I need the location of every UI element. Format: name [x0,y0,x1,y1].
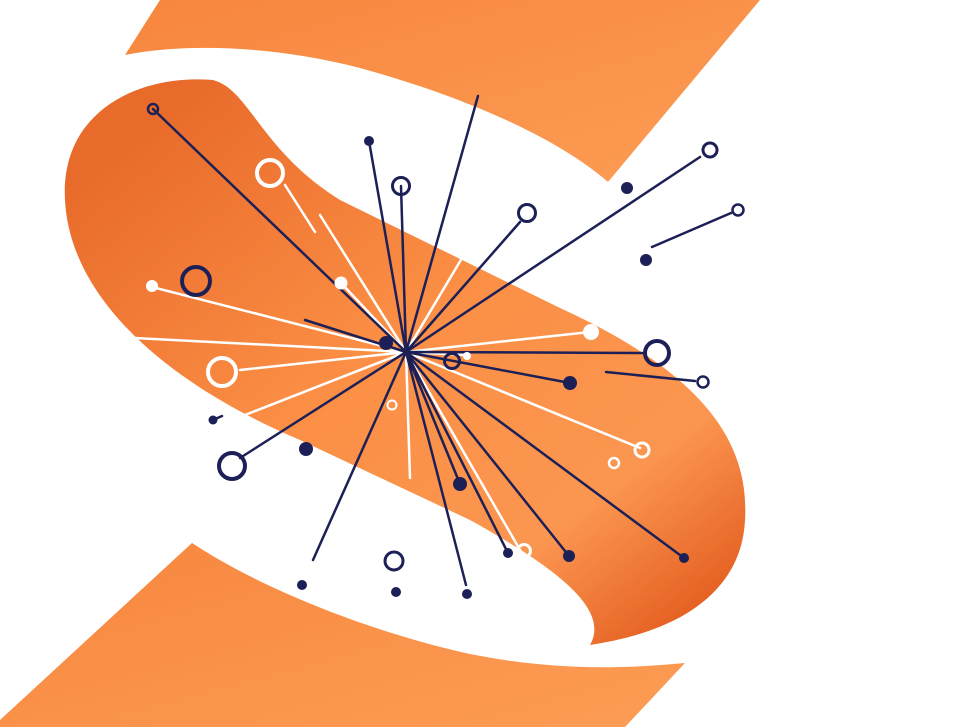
white-ring [386,399,398,411]
white-dot [463,352,471,360]
navy-ray [404,350,571,558]
navy-dot [621,182,633,194]
navy-dot [563,550,575,562]
navy-ray [151,107,408,354]
navy-ring [180,265,212,297]
white-ray [243,350,408,417]
white-ray [318,213,408,354]
navy-ray [311,350,408,562]
white-dot [583,324,599,340]
navy-ring [731,203,745,217]
navy-ray [238,350,408,460]
navy-dot [299,442,313,456]
white-ring [516,543,532,559]
white-dot [146,280,158,292]
navy-ray [404,94,480,354]
white-ray [283,183,317,234]
navy-ray [404,350,462,486]
navy-ray [399,184,408,354]
navy-ring [443,352,461,370]
bottom-band-shape [0,543,685,727]
white-dot [334,276,348,290]
navy-dot [391,587,401,597]
navy-ray [367,139,408,354]
navy-dot [379,336,393,350]
white-ray [404,330,592,354]
navy-ray [404,220,522,354]
white-ring [255,158,285,188]
white-ring [607,456,621,470]
white-ring [633,441,651,459]
navy-ring [383,550,405,572]
navy-dot [364,136,374,146]
navy-ray [404,350,468,587]
navy-ring [696,375,710,389]
navy-ring [146,102,160,116]
navy-rays-group [151,94,733,587]
navy-ring [391,176,411,196]
white-marks-group [146,158,651,559]
navy-ring [217,451,247,481]
white-ray [404,350,522,552]
navy-ray [650,211,733,249]
navy-ray [404,350,510,555]
navy-ray [404,350,572,385]
navy-ray [404,350,647,355]
navy-dot [640,254,652,266]
white-ring [206,356,238,388]
center-pill-shape [64,79,746,645]
navy-ring [643,339,671,367]
white-ray [238,350,408,372]
white-ray [404,350,412,480]
white-ray [113,335,408,354]
white-ray [404,350,642,450]
navy-ray [604,370,697,383]
navy-dot [453,477,467,491]
navy-dots-group [208,136,689,599]
white-ray [150,285,408,354]
navy-dot [462,589,472,599]
navy-ring [701,141,719,159]
navy-ray [404,350,686,560]
navy-rings-group [146,102,745,572]
navy-dot [208,415,218,425]
top-band-shape [125,0,760,182]
navy-dot [297,580,307,590]
white-ray [404,246,470,354]
navy-ray [404,155,702,354]
navy-dot [503,548,513,558]
navy-dot [563,376,577,390]
navy-dot [679,553,689,563]
navy-ring [517,203,537,223]
